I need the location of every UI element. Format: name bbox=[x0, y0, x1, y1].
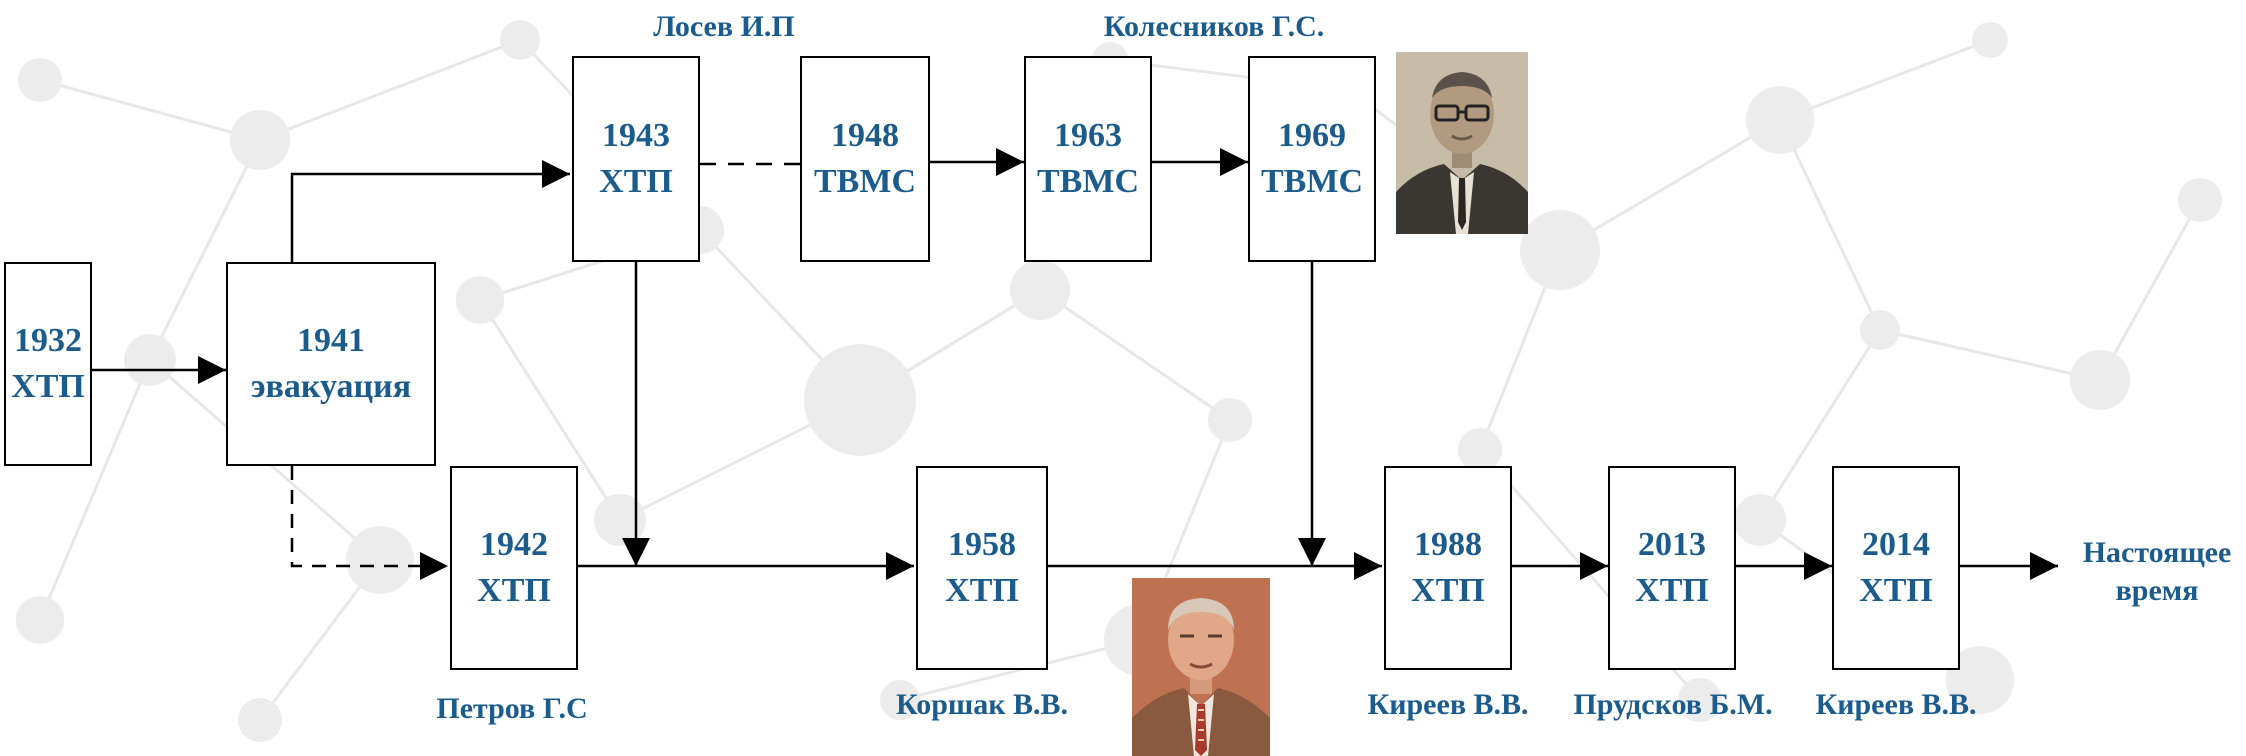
person-label-kireev-1: Киреев В.В. bbox=[1367, 688, 1529, 721]
node-1988: 1988 ХТП bbox=[1384, 466, 1512, 670]
node-label: ТВМС bbox=[1037, 163, 1139, 200]
person-label-kireev-2: Киреев В.В. bbox=[1815, 688, 1977, 721]
portrait-photo-korshak bbox=[1132, 578, 1270, 756]
node-label: ХТП bbox=[1635, 572, 1709, 609]
node-year: 1958 bbox=[948, 526, 1016, 563]
node-label: ХТП bbox=[11, 368, 85, 405]
end-label-present: Настоящее время bbox=[2082, 536, 2232, 607]
node-1941: 1941 эвакуация bbox=[226, 262, 436, 466]
node-year: 1941 bbox=[297, 322, 365, 359]
node-1969: 1969 ТВМС bbox=[1248, 56, 1376, 262]
node-label: ТВМС bbox=[1261, 163, 1363, 200]
arrow-1941-1942-dashed bbox=[290, 466, 448, 580]
node-year: 2013 bbox=[1638, 526, 1706, 563]
portrait-sepia-icon bbox=[1396, 52, 1528, 234]
node-label: ХТП bbox=[1411, 572, 1485, 609]
person-label-kolesnikov: Колесников Г.С. bbox=[1103, 10, 1325, 43]
node-1963: 1963 ТВМС bbox=[1024, 56, 1152, 262]
portrait-color-icon bbox=[1132, 578, 1270, 756]
node-label: ХТП bbox=[1859, 572, 1933, 609]
node-year: 1943 bbox=[602, 117, 670, 154]
node-label: ХТП bbox=[599, 163, 673, 200]
node-1932: 1932 ХТП bbox=[4, 262, 92, 466]
node-2013: 2013 ХТП bbox=[1608, 466, 1736, 670]
node-year: 1963 bbox=[1054, 117, 1122, 154]
node-year: 1942 bbox=[480, 526, 548, 563]
node-label: ХТП bbox=[945, 572, 1019, 609]
node-label: ХТП bbox=[477, 572, 551, 609]
person-label-petrov: Петров Г.С bbox=[436, 692, 588, 725]
node-label: эвакуация bbox=[250, 368, 412, 405]
portrait-photo-kolesnikov bbox=[1396, 52, 1528, 234]
node-2014: 2014 ХТП bbox=[1832, 466, 1960, 670]
node-label: ТВМС bbox=[814, 163, 916, 200]
person-label-prudskov: Прудсков Б.М. bbox=[1573, 688, 1773, 721]
node-year: 1988 bbox=[1414, 526, 1482, 563]
node-year: 1932 bbox=[14, 322, 82, 359]
node-year: 2014 bbox=[1862, 526, 1930, 563]
node-1958: 1958 ХТП bbox=[916, 466, 1048, 670]
person-label-losev: Лосев И.П bbox=[653, 10, 795, 43]
node-1942: 1942 ХТП bbox=[450, 466, 578, 670]
node-year: 1969 bbox=[1278, 117, 1346, 154]
arrow-1941-1943 bbox=[290, 160, 570, 262]
node-1943: 1943 ХТП bbox=[572, 56, 700, 262]
node-year: 1948 bbox=[831, 117, 899, 154]
node-1948: 1948 ТВМС bbox=[800, 56, 930, 262]
person-label-korshak: Коршак В.В. bbox=[895, 688, 1069, 721]
